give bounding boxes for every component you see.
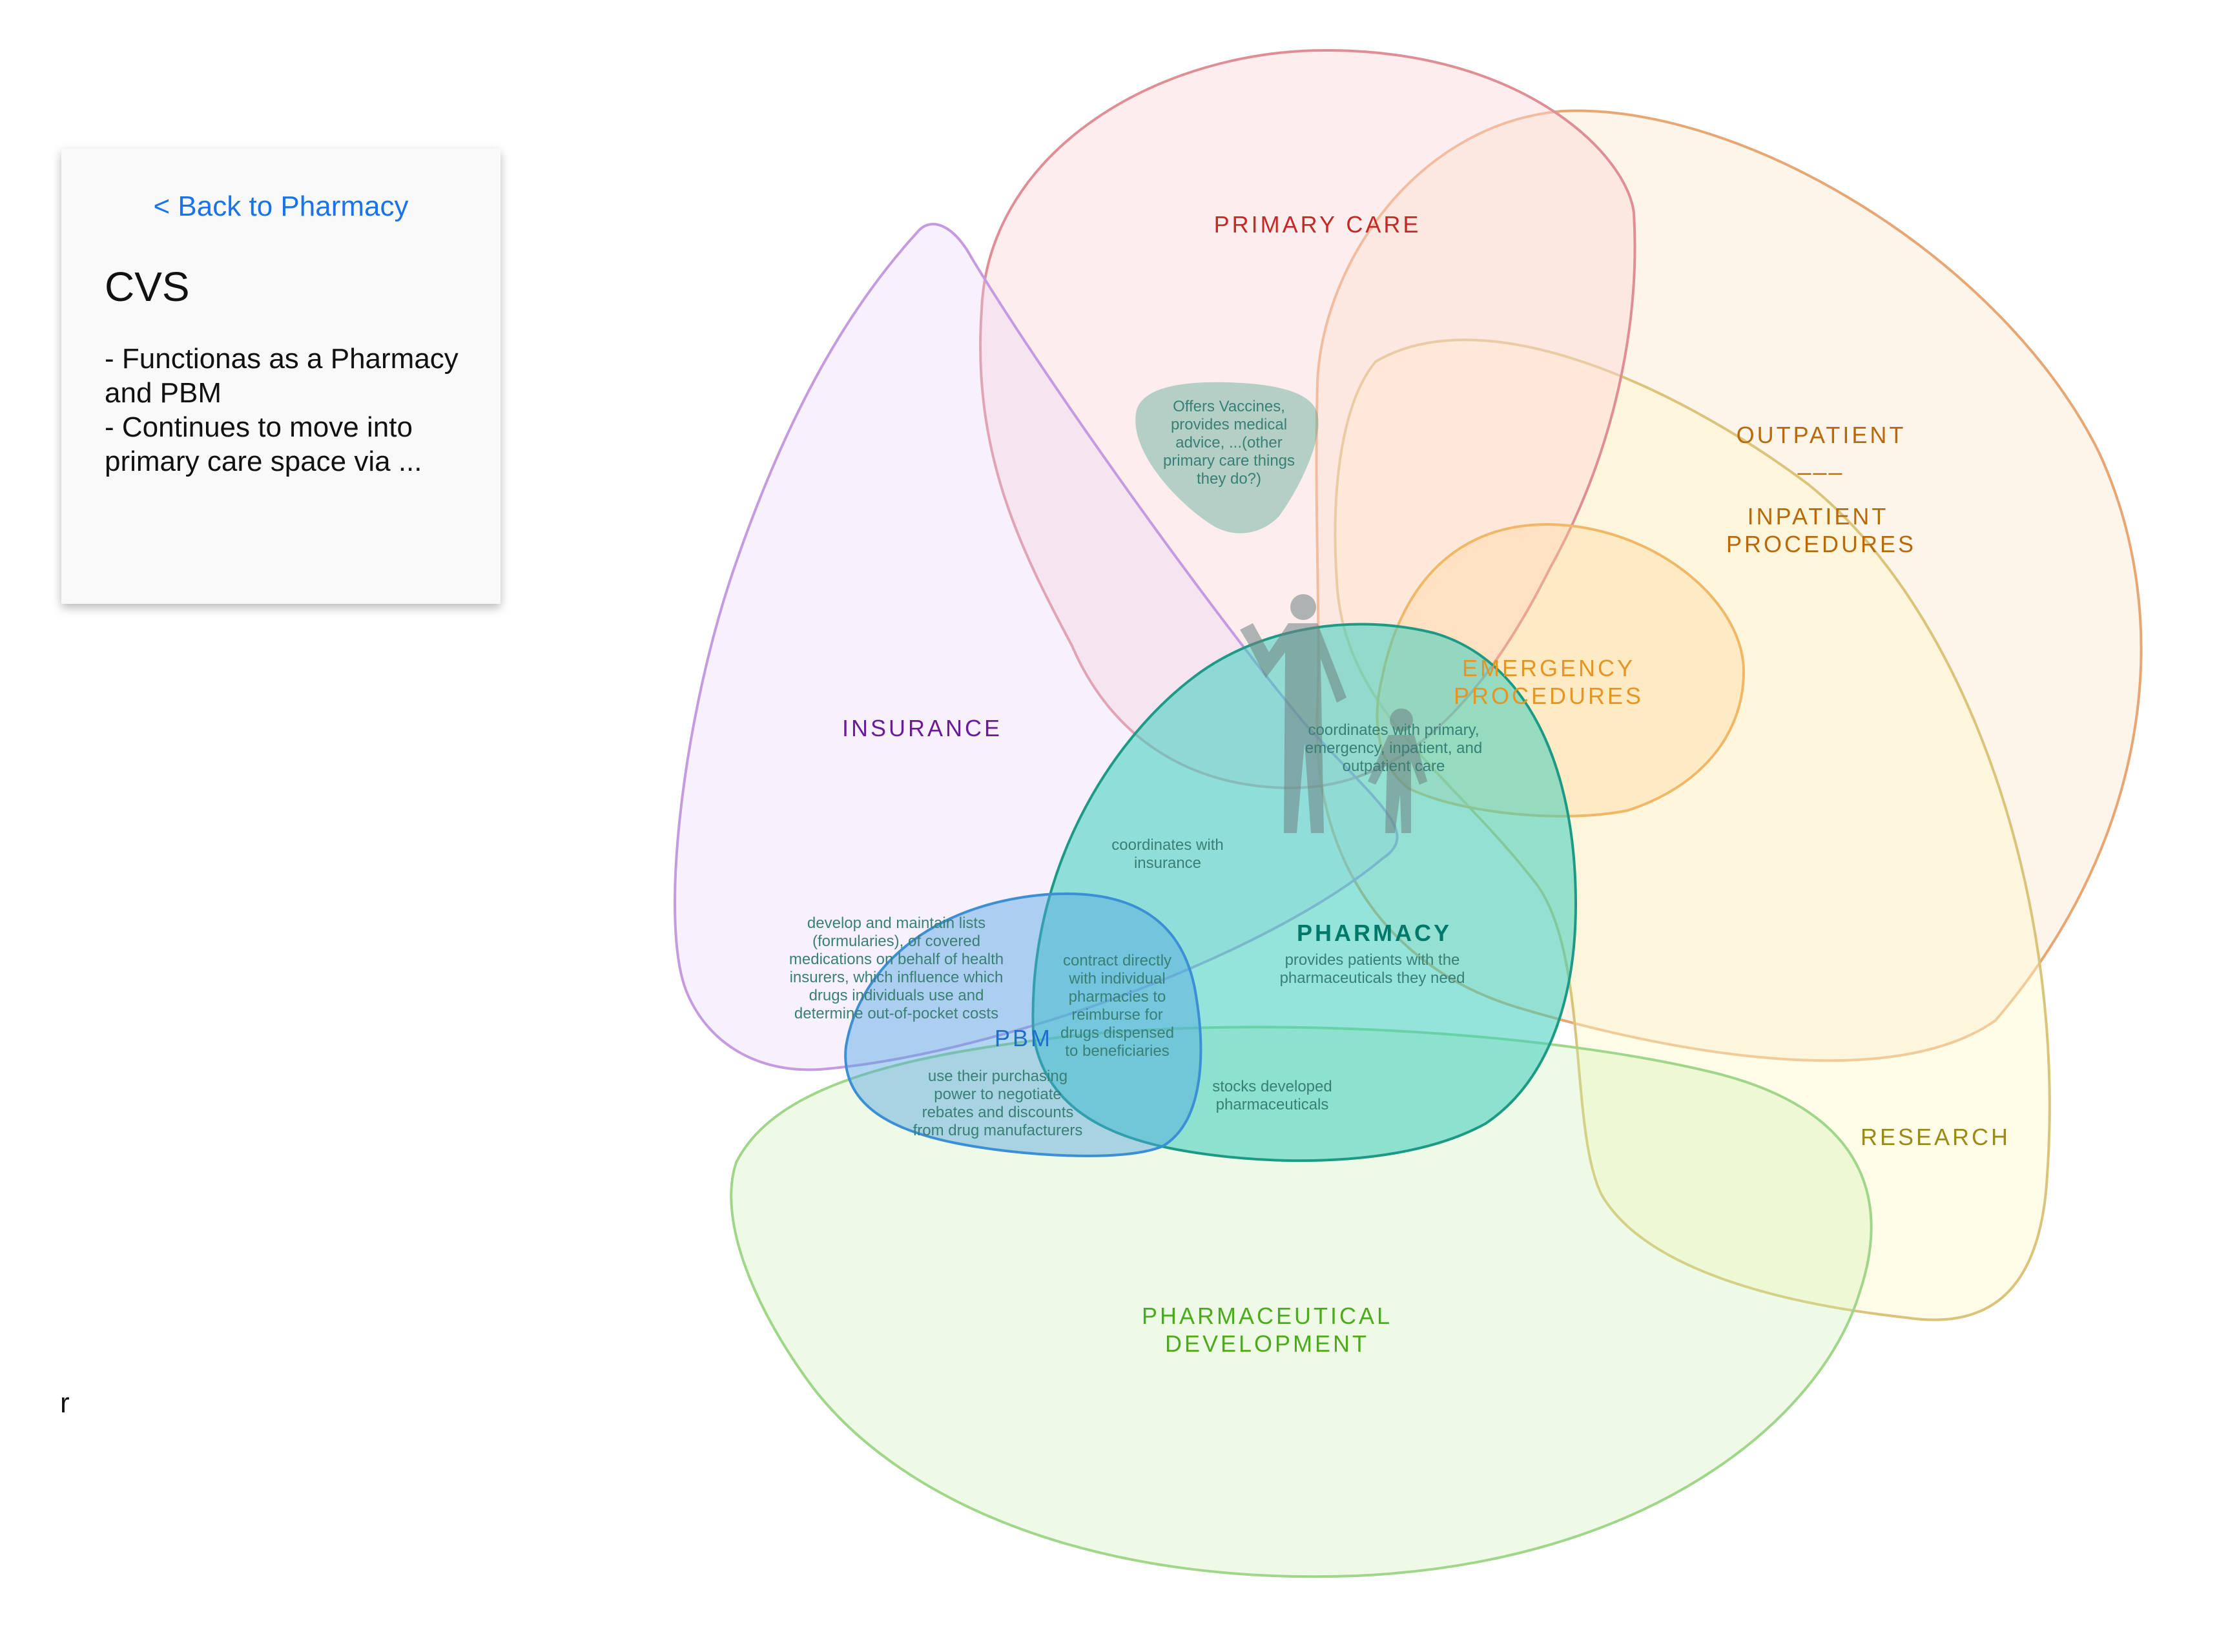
label-insurance: INSURANCE — [842, 715, 1002, 741]
note-line: provides patients with the — [1285, 951, 1460, 969]
note-line: pharmaceuticals — [1216, 1096, 1329, 1113]
label-pharma-dev-2: DEVELOPMENT — [1165, 1330, 1369, 1357]
bullet-line: - Continues to move into — [105, 411, 413, 443]
label-research: RESEARCH — [1861, 1124, 2010, 1150]
pbm-region[interactable] — [844, 892, 1202, 1157]
label-pbm: PBM — [995, 1025, 1053, 1051]
note-line: provides medical — [1171, 416, 1287, 433]
stray-text: r — [60, 1387, 70, 1419]
note-line: pharmaceuticals they need — [1280, 969, 1465, 987]
note-line: from drug manufacturers — [913, 1122, 1083, 1139]
bullet-line: primary care space via ... — [105, 446, 422, 477]
note-contract: contract directly with individual pharma… — [1060, 952, 1174, 1060]
note-line: they do?) — [1197, 470, 1261, 488]
bullet-line: and PBM — [105, 377, 222, 409]
note-line: stocks developed — [1212, 1078, 1332, 1095]
note-coordinates-care: coordinates with primary, emergency, inp… — [1305, 721, 1482, 775]
note-line: insurance — [1134, 854, 1201, 872]
label-pharmacy: PHARMACY — [1297, 920, 1452, 946]
note-line: develop and maintain lists — [807, 914, 985, 932]
note-vaccines: Offers Vaccines, provides medical advice… — [1163, 398, 1295, 488]
label-emergency-2: PROCEDURES — [1454, 683, 1644, 709]
back-to-pharmacy-link[interactable]: < Back to Pharmacy — [153, 191, 409, 222]
note-line: coordinates with primary, — [1308, 721, 1480, 739]
note-line: with individual — [1068, 970, 1165, 987]
note-line: to beneficiaries — [1065, 1042, 1169, 1060]
note-stocks: stocks developed pharmaceuticals — [1212, 1078, 1332, 1113]
label-inpatient-1: INPATIENT — [1748, 503, 1889, 530]
note-line: advice, ...(other — [1175, 434, 1282, 451]
note-line: rebates and discounts — [922, 1104, 1074, 1121]
label-separator: ___ — [1797, 449, 1844, 475]
vaccine-note-bubble — [1135, 382, 1319, 533]
note-line: primary care things — [1163, 452, 1295, 470]
note-line: pharmacies to — [1069, 988, 1166, 1006]
card-title: CVS — [105, 263, 190, 310]
note-line: emergency, inpatient, and — [1305, 739, 1482, 757]
note-line: use their purchasing — [928, 1068, 1068, 1085]
note-line: drugs dispensed — [1060, 1024, 1174, 1042]
label-pharma-dev-1: PHARMACEUTICAL — [1142, 1303, 1392, 1329]
note-line: Offers Vaccines, — [1173, 398, 1285, 415]
bullet-line: - Functionas as a Pharmacy — [105, 343, 459, 375]
note-line: insurers, which influence which — [790, 969, 1004, 986]
label-inpatient-2: PROCEDURES — [1726, 531, 1916, 557]
note-coordinates-insurance: coordinates with insurance — [1111, 836, 1223, 872]
note-line: power to negotiate — [934, 1086, 1061, 1103]
note-line: contract directly — [1063, 952, 1171, 969]
note-line: drugs individuals use and — [809, 987, 984, 1004]
note-line: outpatient care — [1343, 758, 1445, 775]
pharmacy-region[interactable] — [1031, 623, 1578, 1162]
label-emergency-1: EMERGENCY — [1462, 655, 1635, 681]
note-line: reimburse for — [1071, 1006, 1162, 1024]
note-formularies: develop and maintain lists (formularies)… — [789, 914, 1004, 1022]
note-line: medications on behalf of health — [789, 951, 1004, 968]
label-primary-care: PRIMARY CARE — [1214, 211, 1421, 238]
note-purchasing: use their purchasing power to negotiate … — [913, 1068, 1083, 1139]
info-card: < Back to Pharmacy CVS - Functionas as a… — [61, 149, 500, 604]
note-line: (formularies), of covered — [812, 933, 980, 950]
note-line: determine out-of-pocket costs — [794, 1005, 998, 1022]
people-icon — [1240, 594, 1427, 833]
note-pharmacy-desc: provides patients with the pharmaceutica… — [1280, 951, 1465, 987]
card-bullets: - Functionas as a Pharmacy and PBM - Con… — [105, 342, 462, 479]
label-outpatient: OUTPATIENT — [1737, 422, 1906, 448]
note-line: coordinates with — [1111, 836, 1223, 854]
